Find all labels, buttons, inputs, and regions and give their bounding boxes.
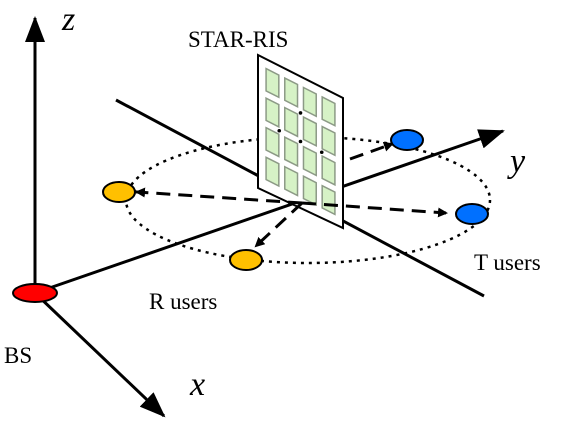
- t-users-label: T users: [474, 250, 541, 275]
- star-ris-label: STAR-RIS: [188, 27, 288, 52]
- t-user-right: [456, 204, 488, 224]
- ris-ellipsis-dot: [299, 140, 303, 144]
- ris-ellipsis-dot: [320, 150, 324, 154]
- ris-ellipsis-dot: [277, 129, 281, 133]
- t-user-top: [391, 130, 423, 150]
- x-axis-label: x: [189, 366, 205, 403]
- r-user-left: [103, 182, 135, 202]
- bs-label: BS: [4, 343, 32, 368]
- ris-ellipsis-dot: [299, 111, 303, 115]
- y-axis-label: y: [507, 143, 526, 180]
- r-users-label: R users: [149, 289, 217, 314]
- x-axis: [35, 293, 164, 416]
- bs-icon: [13, 284, 57, 302]
- r-user-bottom: [230, 250, 262, 270]
- z-axis-label: z: [61, 1, 75, 38]
